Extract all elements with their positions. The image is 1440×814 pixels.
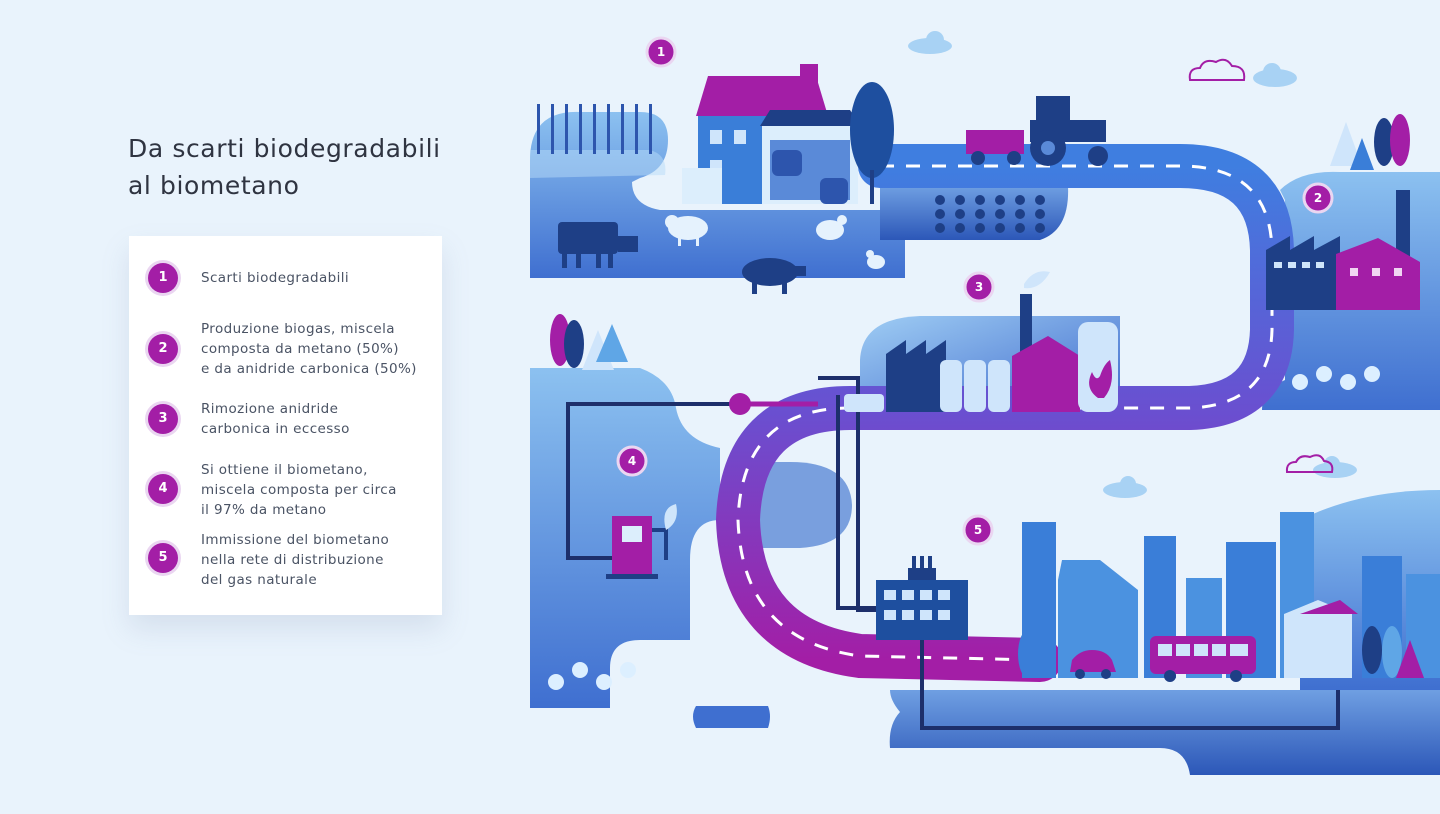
bus-icon [1150,636,1256,682]
fuel-pump-icon [606,504,677,579]
marker-2: 2 [1302,182,1334,214]
factory-icon [1266,190,1420,310]
title-line-2: al biometano [128,171,300,200]
svg-text:5: 5 [974,523,982,537]
step-1-badge: 1 [148,263,178,293]
step-3-line-1: Rimozione anidride [201,401,339,417]
svg-text:2: 2 [1314,191,1322,205]
step-5-text: Immissione del biometano nella rete di d… [201,530,437,590]
pig-icon [742,258,806,294]
step-5-badge: 5 [148,543,178,573]
step-5-line-3: del gas naturale [201,572,318,588]
tree-icon [850,82,894,204]
road [715,144,1294,682]
cloud-outline-icon [1188,58,1334,473]
step-2-line-3: e da anidride carbonica (50%) [201,361,417,377]
tree-icon [1018,626,1424,678]
car-icon [1070,650,1116,679]
sunflower-icon [548,366,1380,690]
page-title: Da scarti biodegradabili al biometano [128,130,441,204]
step-2-text: Produzione biogas, miscela composta da m… [201,319,437,379]
step-2-badge: 2 [148,334,178,364]
svg-text:4: 4 [628,454,636,468]
step-3-text: Rimozione anidride carbonica in eccesso [201,399,437,439]
pipe-junction [729,393,751,415]
step-4-line-1: Si ottiene il biometano, [201,462,368,478]
tree-icon [550,114,1410,370]
step-3-badge: 3 [148,404,178,434]
steps-legend-card: 1 Scarti biodegradabili 2 Produzione bio… [129,236,442,615]
marker-5: 5 [962,514,994,546]
marker-1: 1 [645,36,677,68]
crop-rows [935,195,1045,233]
step-5-line-1: Immissione del biometano [201,532,390,548]
step-1-text: Scarti biodegradabili [201,268,437,288]
marker-4: 4 [616,445,648,477]
wheat-icon [537,104,652,154]
step-2-line-1: Produzione biogas, miscela [201,321,395,337]
cow-icon [558,222,638,268]
svg-text:1: 1 [657,45,665,59]
marker-3: 3 [963,271,995,303]
title-line-1: Da scarti biodegradabili [128,134,441,163]
step-4-line-2: miscela composta per circa [201,482,397,498]
step-5-line-2: nella rete di distribuzione [201,552,384,568]
rooster-icon [816,215,885,269]
step-2-line-2: composta da metano (50%) [201,341,399,357]
cloud-icon [908,31,1357,498]
gas-network-building-icon [876,556,968,640]
step-4-badge: 4 [148,474,178,504]
farmhouse-icon [682,64,860,204]
step-3-line-2: carbonica in eccesso [201,421,350,437]
gas-pipes [566,376,1340,730]
biogas-plant-icon [844,271,1118,412]
sheep-icon [665,215,708,246]
tractor-icon [966,96,1108,166]
step-4-text: Si ottiene il biometano, miscela compost… [201,460,437,520]
step-4-line-3: il 97% da metano [201,502,327,518]
svg-text:3: 3 [975,280,983,294]
step-1-line-1: Scarti biodegradabili [201,270,350,286]
